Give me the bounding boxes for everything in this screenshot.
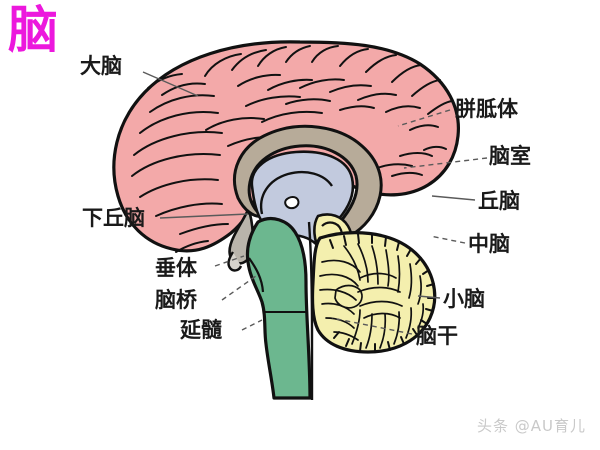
label-hypothalamus: 下丘脑 [82,206,145,230]
label-ventricle: 脑室 [489,144,531,168]
leader-cerebrum [142,71,199,97]
leader-brainstem [331,317,413,335]
leader-midbrain [429,235,466,244]
fourth-ventricle-line [307,221,314,400]
leader-thalamus [431,195,476,201]
cerebral-sulci [131,45,453,253]
leader-corpus-callosum [397,109,451,127]
leader-cerebellum [417,295,441,299]
label-pituitary: 垂体 [155,256,197,280]
label-medulla: 延髓 [180,318,222,342]
leader-medulla [241,319,263,331]
leader-hypothalamus [159,213,249,219]
label-cerebrum: 大脑 [80,54,122,78]
label-midbrain: 中脑 [468,232,510,256]
brainstem-shape [245,217,312,400]
leader-pons [221,275,257,301]
leader-ventricle [403,157,488,169]
leader-lines [142,71,488,335]
label-corpus-callosum: 胼胝体 [455,97,518,121]
cerebellum-shape [310,231,437,354]
page-title: 脑 [8,1,58,59]
label-brainstem: 脑干 [416,324,458,348]
label-cerebellum: 小脑 [443,287,485,311]
label-pons: 脑桥 [155,288,197,312]
label-thalamus: 丘脑 [478,189,520,213]
watermark: 头条 @AU育儿 [476,417,586,435]
